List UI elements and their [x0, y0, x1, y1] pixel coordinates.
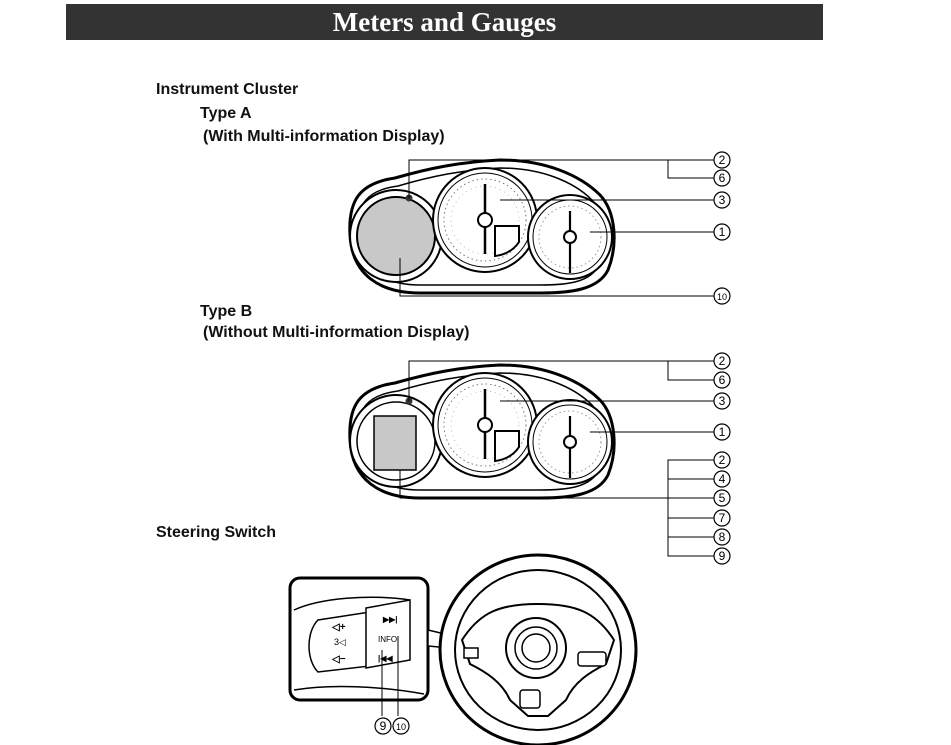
callout-markers: 2 6 3 1 10 2 6 3 1 2 4 5 7 8 9 9 10	[374, 151, 731, 735]
svg-text:1: 1	[719, 425, 726, 439]
svg-text:7: 7	[719, 511, 726, 525]
callout-4: 4	[713, 470, 731, 488]
callout-5: 5	[713, 489, 731, 507]
info-switch-label: INFO	[378, 635, 397, 644]
callout-3: 3	[713, 392, 731, 410]
svg-text:3: 3	[719, 394, 726, 408]
svg-text:6: 6	[719, 171, 726, 185]
callout-7: 7	[713, 509, 731, 527]
svg-text:3◁: 3◁	[334, 637, 346, 647]
svg-text:9: 9	[719, 549, 726, 563]
steering-wheel	[438, 553, 638, 745]
svg-text:2: 2	[719, 354, 726, 368]
type-b-description: (Without Multi-information Display)	[203, 324, 470, 341]
svg-text:9: 9	[380, 719, 387, 733]
type-a-heading: Type A	[200, 105, 252, 122]
type-a-description: (With Multi-information Display)	[203, 128, 445, 145]
svg-text:1: 1	[719, 225, 726, 239]
callout-6: 6	[713, 371, 731, 389]
svg-text:5: 5	[719, 491, 726, 505]
svg-text:3: 3	[719, 193, 726, 207]
callout-1: 1	[713, 223, 731, 241]
callout-3: 3	[713, 191, 731, 209]
svg-text:|◀◀: |◀◀	[378, 654, 393, 663]
steering-switch-inset: ◁+ 3◁ ◁− ▶▶| INFO |◀◀	[288, 576, 471, 716]
svg-text:2: 2	[719, 453, 726, 467]
callout-6: 6	[713, 169, 731, 187]
svg-text:6: 6	[719, 373, 726, 387]
svg-text:10: 10	[396, 722, 406, 732]
callout-2: 2	[713, 151, 731, 169]
svg-text:◁−: ◁−	[331, 654, 346, 665]
callout-2: 2	[713, 451, 731, 469]
callout-9: 9	[713, 547, 731, 565]
type-b-cluster	[348, 363, 616, 500]
callout-10: 10	[392, 717, 410, 735]
svg-text:4: 4	[719, 472, 726, 486]
svg-text:◁+: ◁+	[331, 622, 346, 633]
callout-1: 1	[713, 423, 731, 441]
svg-text:8: 8	[719, 530, 726, 544]
callout-9: 9	[374, 717, 392, 735]
callout-10: 10	[713, 287, 731, 305]
svg-text:10: 10	[717, 292, 727, 302]
svg-text:2: 2	[719, 153, 726, 167]
callout-2: 2	[713, 352, 731, 370]
callout-8: 8	[713, 528, 731, 546]
steering-switch-heading: Steering Switch	[156, 524, 277, 541]
instrument-cluster-heading: Instrument Cluster	[156, 81, 299, 98]
page-title: Meters and Gauges	[66, 4, 823, 40]
type-b-heading: Type B	[200, 303, 253, 320]
type-a-cluster	[348, 158, 616, 295]
svg-text:▶▶|: ▶▶|	[382, 615, 398, 624]
